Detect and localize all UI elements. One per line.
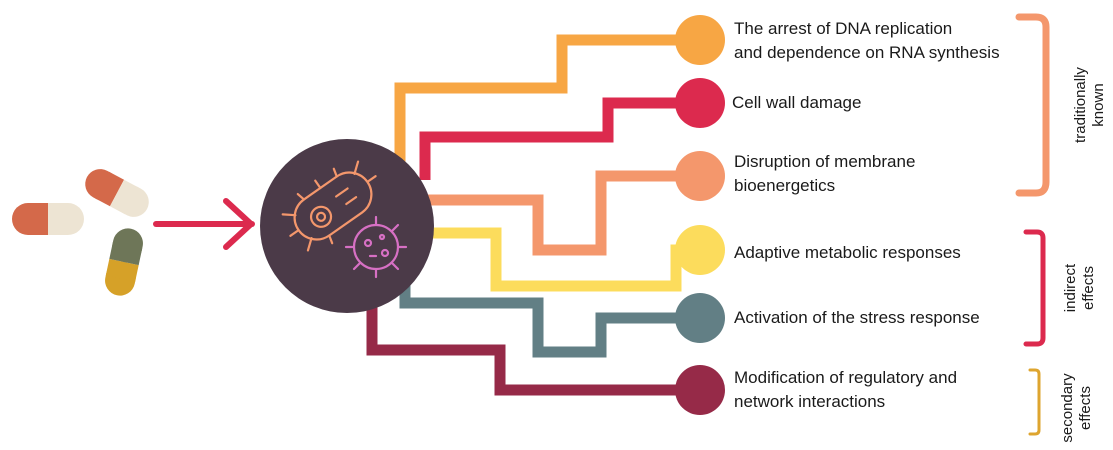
effect-dot <box>675 365 725 415</box>
effect-label-dna-replication: The arrest of DNA replication and depend… <box>734 19 1000 62</box>
bracket-traditionally-known <box>1015 13 1050 197</box>
connector-dna-replication <box>394 34 690 165</box>
effect-label-membrane: Disruption of membrane bioenergetics <box>734 152 916 195</box>
group-label-secondary-effects: secondary effects <box>1059 373 1094 443</box>
effect-dot <box>675 15 725 65</box>
effect-dot <box>675 293 725 343</box>
connector-stress <box>399 275 690 358</box>
connector-regulatory <box>366 285 690 396</box>
effect-label-regulatory: Modification of regulatory and network i… <box>734 368 958 411</box>
effect-dot <box>675 151 725 201</box>
effect-dot <box>675 225 725 275</box>
bracket-indirect-effects <box>1023 229 1046 347</box>
bracket-secondary-effects <box>1028 368 1041 436</box>
pills-group <box>12 169 149 296</box>
group-brackets <box>1015 13 1050 436</box>
effect-dots <box>675 15 725 415</box>
pill-icon <box>105 228 143 296</box>
group-label-traditionally-known: traditionally known <box>1072 67 1107 143</box>
pill-icon <box>12 203 84 235</box>
group-label-indirect-effects: indirect effects <box>1062 263 1097 313</box>
effect-label-metabolic: Adaptive metabolic responses <box>734 243 961 262</box>
pill-icon <box>85 169 149 217</box>
arrow-right-icon <box>153 198 255 250</box>
effect-label-cell-wall: Cell wall damage <box>732 93 862 112</box>
effect-label-stress: Activation of the stress response <box>734 308 980 327</box>
bacteria-icon <box>260 139 434 313</box>
effect-dot <box>675 78 725 128</box>
connector-cell-wall <box>419 97 690 180</box>
connector-membrane <box>420 170 690 256</box>
connector-metabolic <box>420 227 690 292</box>
